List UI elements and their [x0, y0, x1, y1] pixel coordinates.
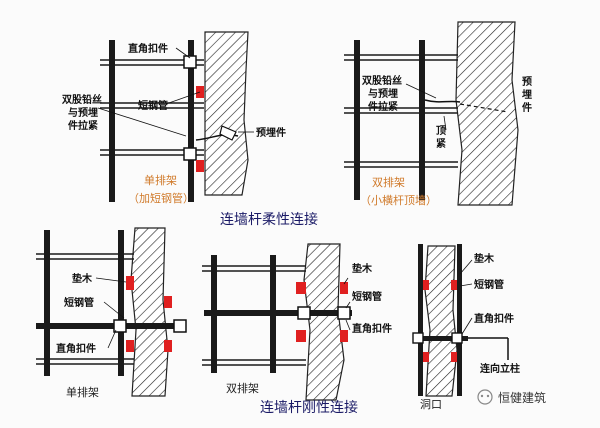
- label-wire: 件拉紧: [368, 100, 398, 113]
- pad-red: [423, 352, 429, 362]
- wall-hatched: [424, 245, 458, 397]
- pole: [109, 40, 115, 202]
- label-wire: 与预埋: [68, 106, 98, 119]
- label-clamp: 直角扣件: [128, 42, 168, 55]
- label-wire: 件拉紧: [68, 119, 98, 132]
- embedded-part: [219, 125, 237, 141]
- label-top-tight: 顶: [436, 125, 446, 137]
- pad-red: [126, 276, 134, 290]
- wire: [424, 99, 461, 103]
- label-pad: 垫木: [72, 272, 93, 285]
- tie-bar: [36, 323, 186, 329]
- label-embedded: 预埋件: [256, 126, 286, 139]
- watermark-logo-icon: [480, 394, 484, 398]
- pad-red: [423, 280, 429, 290]
- pole: [457, 244, 462, 396]
- clamp: [337, 306, 351, 320]
- caption: （加短钢管）: [128, 191, 194, 205]
- clamp: [183, 147, 197, 161]
- tie-bar: [204, 310, 352, 316]
- pad-red: [126, 340, 134, 352]
- title-rigid: 连墙杆刚性连接: [260, 399, 358, 416]
- panel-bottom-middle: 垫木 短钢管 直角扣件 双排架: [202, 243, 392, 401]
- label-column: 连向立柱: [480, 362, 520, 375]
- title-flexible: 连墙杆柔性连接: [220, 211, 318, 228]
- pole: [418, 244, 423, 396]
- pad-red: [451, 280, 457, 290]
- pad-red: [164, 296, 172, 308]
- pole: [354, 40, 360, 200]
- wall-hatched: [455, 21, 519, 206]
- label-clamp: 直角扣件: [56, 342, 96, 355]
- wall-hatched: [204, 31, 249, 196]
- caption: （小横杆顶墙）: [360, 193, 437, 207]
- pad-red: [296, 330, 306, 342]
- label-short-pipe: 短钢管: [352, 290, 382, 303]
- watermark-text: 恒健建筑: [498, 390, 546, 405]
- pad-red: [451, 352, 457, 362]
- clamp: [297, 306, 311, 320]
- clamp: [412, 332, 424, 344]
- panel-bottom-left: 垫木 短钢管 直角扣件 单排架: [36, 227, 187, 399]
- pad-red: [340, 282, 348, 294]
- clamp: [173, 319, 187, 333]
- caption: 单排架: [144, 173, 177, 187]
- label-wire: 双股铅丝: [62, 93, 102, 106]
- pole: [188, 40, 194, 202]
- label-wire: 双股铅丝: [362, 74, 402, 87]
- ledger-bars: [36, 253, 134, 365]
- label-short-pipe: 短钢管: [138, 99, 168, 112]
- label-pad: 垫木: [474, 252, 495, 265]
- caption: 双排架: [372, 175, 405, 189]
- label-short-pipe: 短钢管: [474, 278, 504, 291]
- embedded-part: [459, 103, 509, 113]
- clamp: [183, 55, 197, 69]
- tie-bar: [414, 336, 468, 341]
- label-wire: 与预埋: [368, 87, 398, 100]
- clamp: [113, 319, 127, 333]
- label-embedded: 预: [522, 76, 532, 88]
- pad-red: [296, 282, 306, 294]
- caption: 洞口: [420, 398, 442, 411]
- wall-hatched: [303, 243, 345, 401]
- watermark-logo-icon: [477, 389, 493, 405]
- label-clamp: 直角扣件: [352, 322, 392, 335]
- caption: 单排架: [66, 385, 99, 399]
- label-clamp: 直角扣件: [474, 312, 514, 325]
- ledger-bars: [344, 54, 458, 168]
- label-embedded: 件: [522, 101, 532, 114]
- pole: [44, 230, 50, 376]
- watermark-logo-icon: [486, 394, 490, 398]
- panel-bottom-right: 垫木 短钢管 直角扣件 连向立柱 洞口: [412, 244, 520, 411]
- clamp: [451, 332, 463, 344]
- label-embedded: 埋: [522, 88, 532, 101]
- wall-hatched: [130, 227, 169, 397]
- watermark: 恒健建筑: [477, 389, 546, 405]
- label-pad: 垫木: [352, 262, 373, 275]
- pole: [419, 40, 425, 200]
- panel-top-right: 双股铅丝 与预埋 件拉紧 预 埋 件 顶 紧 双排架 （小横杆顶墙）: [344, 21, 532, 207]
- pad-red: [340, 330, 348, 342]
- pad-red: [164, 340, 172, 352]
- pole: [118, 230, 124, 376]
- short-pipe-red: [196, 160, 204, 172]
- panel-top-left: 直角扣件 双股铅丝 与预埋 件拉紧 短钢管 预埋件 单排架 （加短钢管）: [62, 31, 286, 205]
- label-top-tight: 紧: [436, 137, 446, 150]
- label-short-pipe: 短钢管: [64, 296, 94, 309]
- caption: 双排架: [226, 381, 259, 395]
- ledger-bars: [202, 265, 306, 366]
